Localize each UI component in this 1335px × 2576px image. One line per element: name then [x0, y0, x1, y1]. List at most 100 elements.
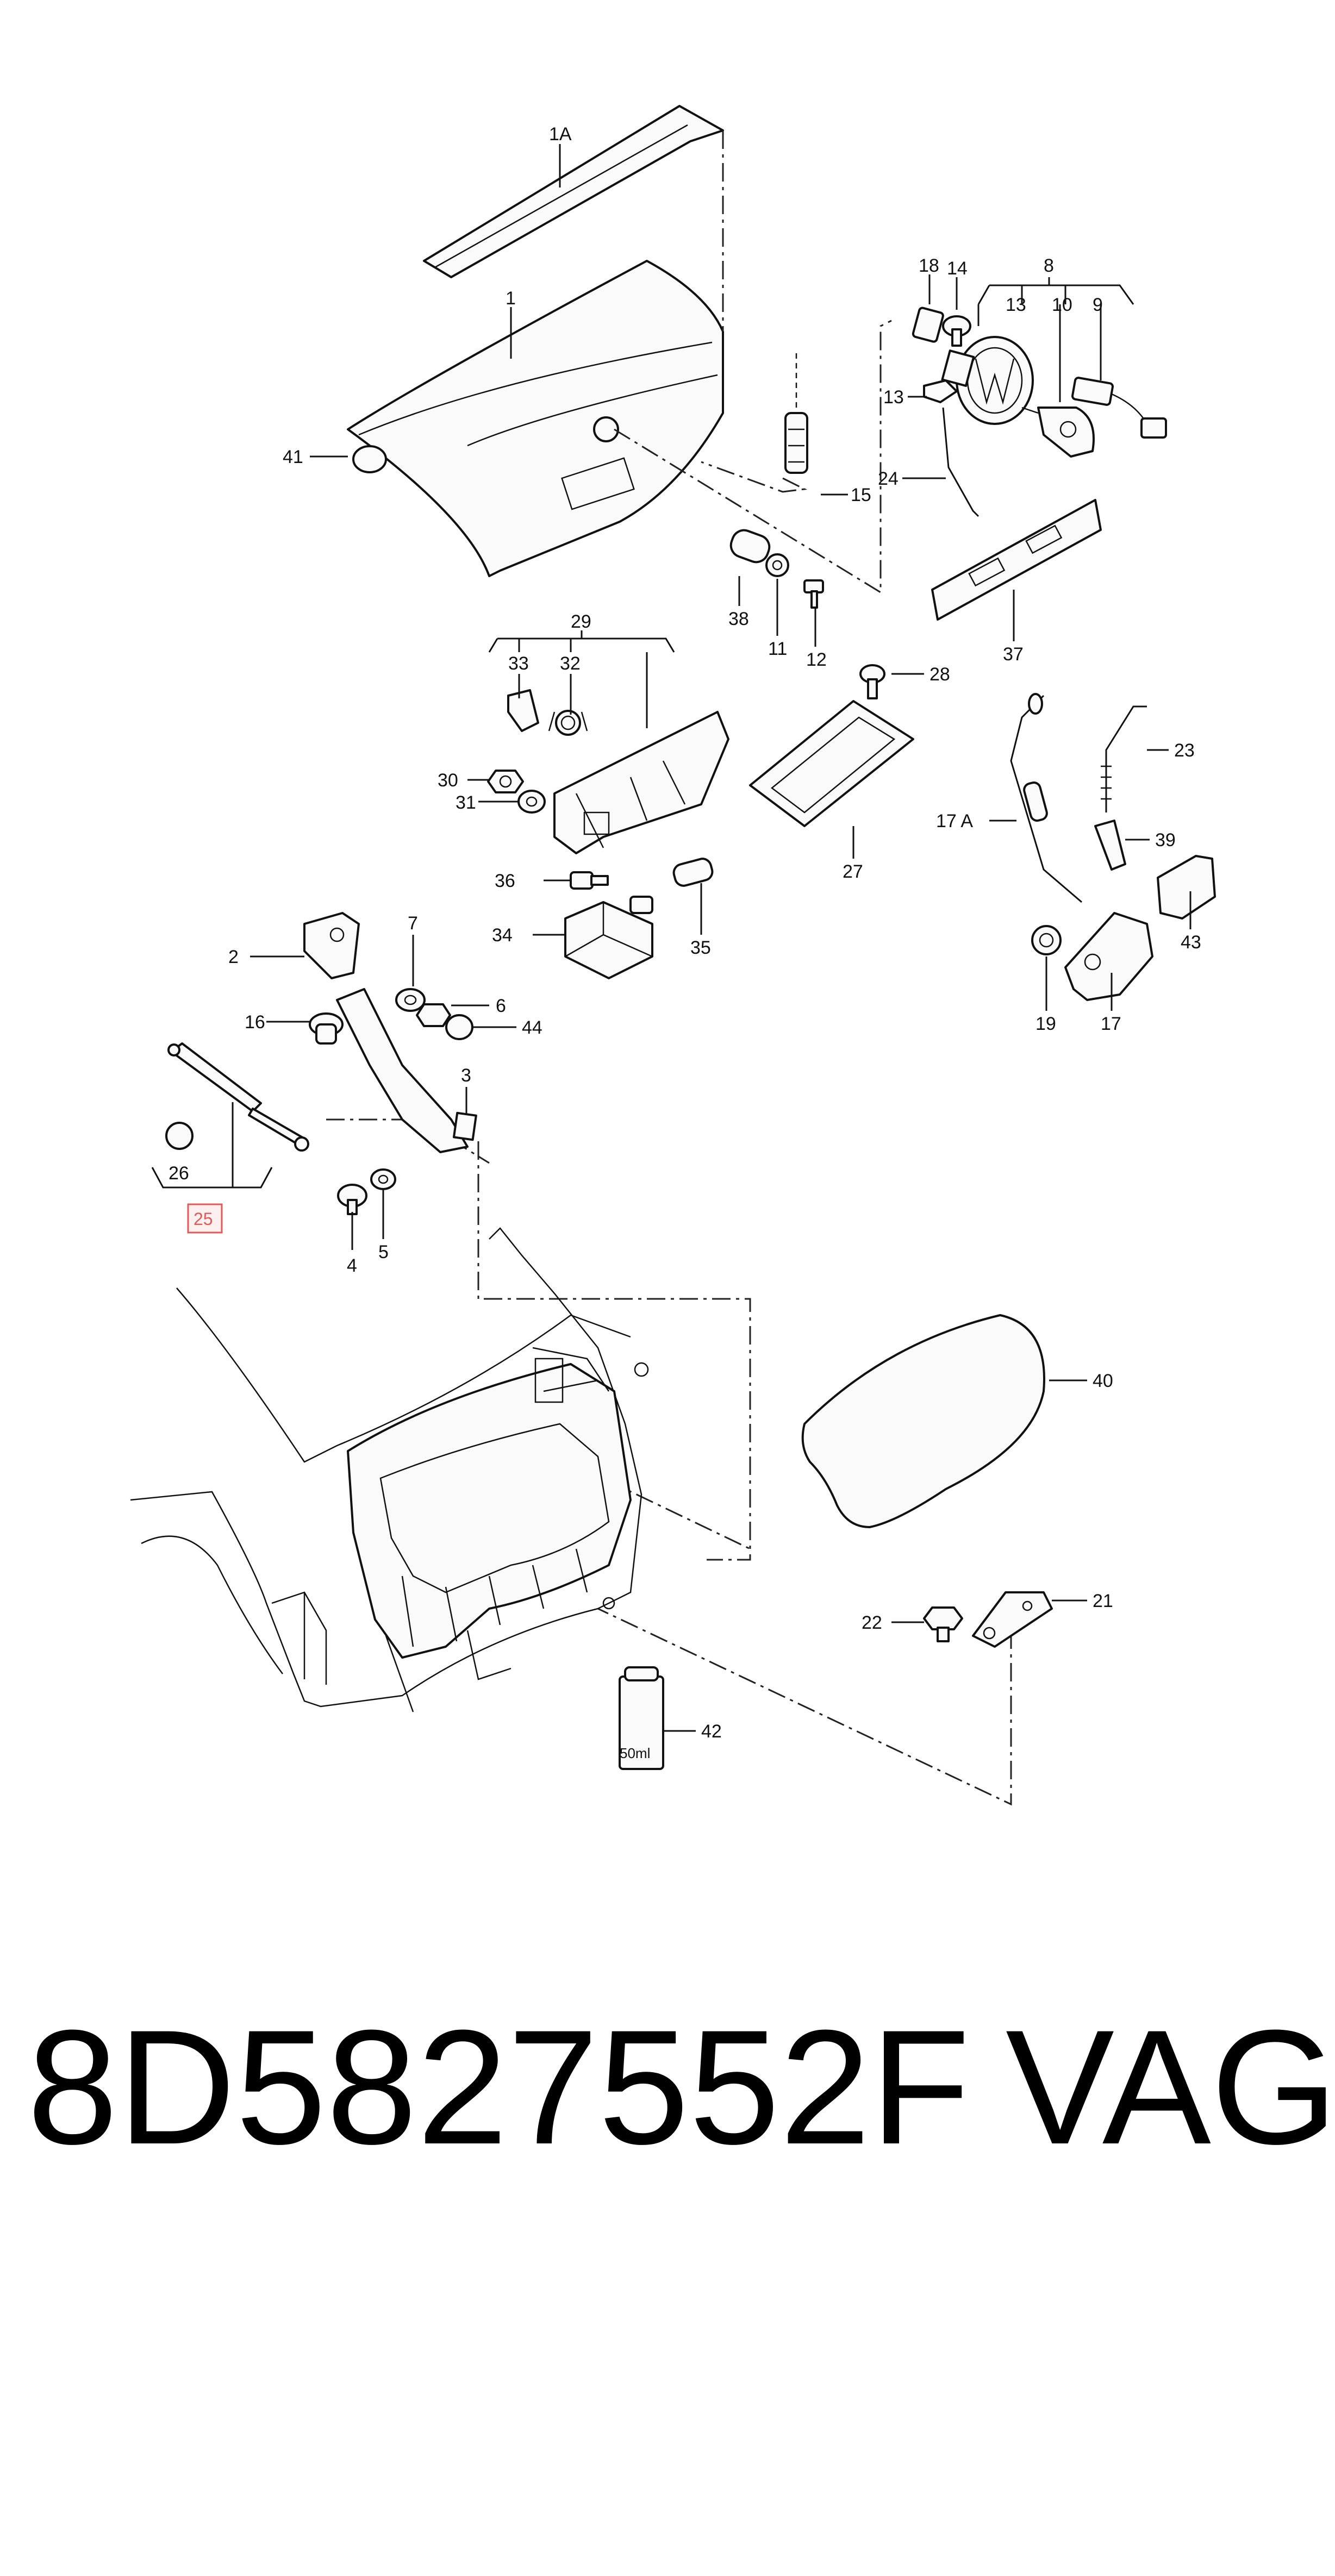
- brand: VAG: [1006, 1996, 1335, 2178]
- lock-29: [553, 711, 729, 854]
- bolt-36: [570, 871, 609, 890]
- nut-44: [445, 1014, 473, 1040]
- clip-35: [672, 858, 714, 887]
- emblem-13: [941, 336, 1034, 425]
- label-21: 21: [1093, 1591, 1113, 1611]
- screw-28: [859, 664, 885, 699]
- label-32: 32: [560, 653, 581, 674]
- label-27: 27: [843, 861, 863, 882]
- label-39: 39: [1155, 830, 1176, 851]
- label-24: 24: [878, 468, 899, 489]
- label-12: 12: [806, 649, 827, 670]
- label-30: 30: [438, 770, 458, 791]
- lock-17: [1064, 912, 1153, 1001]
- label-42: 42: [701, 1721, 722, 1742]
- part-number: 8D5827552F: [27, 1996, 970, 2178]
- washer-11: [765, 553, 789, 577]
- label-44: 44: [522, 1017, 542, 1038]
- bolt-4: [337, 1184, 367, 1215]
- label-17A: 17 A: [936, 811, 973, 831]
- label-9: 9: [1093, 295, 1103, 315]
- screw-12: [803, 579, 824, 609]
- washer-7: [395, 988, 426, 1012]
- grommet-41: [352, 445, 387, 473]
- label-29: 29: [571, 611, 591, 632]
- label-7: 7: [408, 913, 418, 934]
- bracket-21: [972, 1591, 1053, 1648]
- boot-lid-1: [347, 260, 724, 577]
- key-10: [1021, 407, 1095, 458]
- label-36: 36: [495, 871, 515, 891]
- car-body: [130, 1227, 649, 1712]
- highlighted-part-25[interactable]: 25: [187, 1203, 223, 1234]
- label-25: 25: [194, 1209, 213, 1229]
- label-10: 10: [1052, 295, 1072, 315]
- label-18: 18: [919, 255, 939, 276]
- label-43: 43: [1181, 932, 1201, 953]
- cable-17A: [1010, 693, 1082, 903]
- hinge-2: [303, 912, 469, 1153]
- label-35: 35: [690, 937, 711, 958]
- seal-40: [801, 1314, 1045, 1528]
- connector-9: [1071, 377, 1167, 439]
- label-41: 41: [283, 447, 303, 467]
- label-26: 26: [169, 1163, 189, 1184]
- label-34: 34: [492, 925, 513, 946]
- can-label: 50ml: [620, 1745, 650, 1761]
- spring-32: [548, 710, 588, 736]
- label-23: 23: [1174, 740, 1195, 761]
- label-33: 33: [508, 653, 529, 674]
- leader-lines: [151, 144, 1191, 1732]
- clip-26: [165, 1122, 194, 1150]
- label-8: 8: [1044, 255, 1054, 276]
- label-3: 3: [461, 1065, 471, 1086]
- label-11: 11: [768, 639, 787, 659]
- label-1: 1: [506, 288, 516, 309]
- label-37: 37: [1003, 644, 1024, 665]
- gas-strut-25: [167, 1042, 309, 1152]
- rod-24: [942, 407, 980, 517]
- bracket-43: [1157, 855, 1216, 920]
- label-6: 6: [496, 996, 506, 1016]
- rod-23: [1101, 705, 1147, 812]
- label-38: 38: [728, 609, 749, 629]
- screw-14: [942, 315, 971, 347]
- nut-6: [416, 1003, 451, 1027]
- label-17: 17: [1101, 1014, 1121, 1034]
- bracket-13: [923, 379, 958, 403]
- footer: 8D5827552F VAG: [27, 1989, 1335, 2185]
- label-1A: 1A: [549, 124, 572, 145]
- clip-39: [1094, 820, 1126, 871]
- clip-18: [912, 307, 944, 343]
- label-40: 40: [1093, 1371, 1113, 1391]
- label-19: 19: [1035, 1014, 1056, 1034]
- washer-5: [370, 1168, 396, 1190]
- handle-27: [749, 700, 914, 827]
- label-13-emblem: 13: [1006, 295, 1026, 315]
- can-42: 50ml: [619, 1666, 664, 1770]
- plate-37: [931, 499, 1102, 621]
- bush-19: [1031, 925, 1062, 955]
- label-13-bracket: 13: [883, 387, 904, 408]
- spoiler-1A: [423, 105, 724, 278]
- label-15: 15: [851, 485, 871, 505]
- bolt-15: [784, 353, 808, 474]
- bolt-22: [923, 1606, 963, 1642]
- label-16: 16: [245, 1012, 265, 1033]
- label-28: 28: [929, 664, 950, 685]
- label-22: 22: [862, 1612, 882, 1633]
- sleeve-38: [729, 529, 771, 564]
- washer-31: [517, 790, 546, 814]
- label-2: 2: [228, 947, 239, 967]
- nut-30: [487, 770, 524, 793]
- label-14: 14: [947, 258, 968, 279]
- plate-3: [452, 1111, 477, 1141]
- part-labels: 1A 1 41 15 38 11 12 18 14 8 13 10 9 13 2…: [169, 124, 1201, 1742]
- label-31: 31: [456, 792, 476, 813]
- label-5: 5: [378, 1242, 389, 1262]
- clip-33: [507, 689, 539, 732]
- parts-diagram: 50ml: [130, 105, 1216, 1806]
- actuator-34: [564, 896, 653, 979]
- label-4: 4: [347, 1255, 357, 1276]
- bush-16: [309, 1012, 344, 1045]
